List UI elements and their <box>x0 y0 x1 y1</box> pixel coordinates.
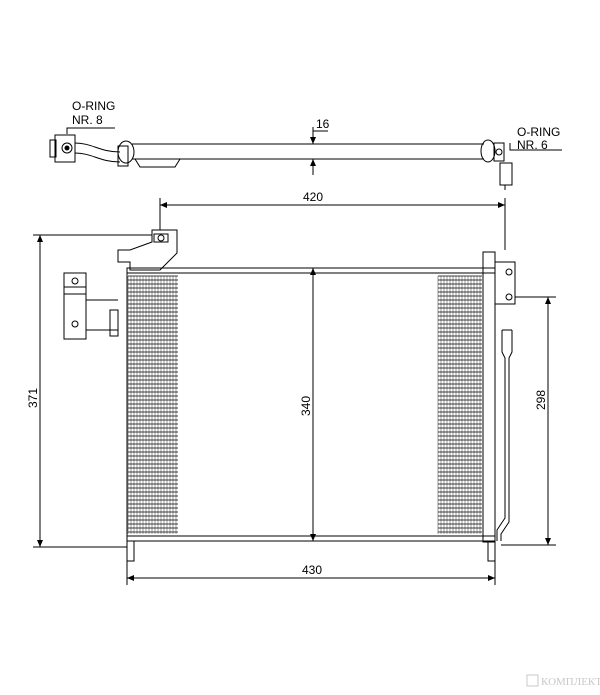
oring-right-nr: NR. 6 <box>517 138 548 152</box>
right-pipe-valve <box>499 162 513 186</box>
top-pipe-assembly <box>49 127 562 190</box>
overall-height-dimension <box>33 234 152 548</box>
right-header-tank <box>482 251 496 543</box>
left-flange-tab <box>49 139 57 158</box>
right-mount-bracket <box>494 261 516 305</box>
receiver-pipe-outer <box>496 330 506 541</box>
left-pipe-flange <box>54 134 76 163</box>
receiver-pipe-inner <box>500 330 513 541</box>
fins-right <box>437 275 482 534</box>
bottom-right-foot <box>487 540 496 562</box>
bottom-width-value: 430 <box>302 563 322 577</box>
side-height-value: 298 <box>534 390 548 410</box>
top-left-mount-bracket <box>117 229 178 271</box>
left-pipe-fitting <box>117 140 135 164</box>
top-width-value: 420 <box>303 190 323 204</box>
watermark: КОМПЛЕКТ <box>526 674 600 688</box>
right-pipe-fitting <box>480 139 496 163</box>
overall-height-value: 371 <box>26 388 40 408</box>
oring-right-title: O-RING <box>517 125 560 139</box>
pipe-diameter-dimension <box>310 127 328 175</box>
bracket-bolt-hole <box>157 234 165 242</box>
left-pipe-bend-lower <box>74 152 121 163</box>
left-flange-bolt <box>61 142 73 154</box>
top-width-dimension <box>159 198 506 250</box>
core-height-value: 340 <box>299 396 313 416</box>
pipe-support-bracket <box>134 158 181 168</box>
oring-left-leader <box>66 127 115 134</box>
oring-left-title: O-RING <box>72 99 115 113</box>
watermark-logo-icon <box>526 674 539 687</box>
oring-right-leader <box>509 143 562 151</box>
left-pipe-bend-upper <box>74 142 121 153</box>
pipe-diameter-value: 16 <box>316 117 330 131</box>
side-height-dimension <box>501 296 556 546</box>
oring-left-nr: NR. 8 <box>72 113 103 127</box>
fins-left <box>127 275 178 534</box>
bottom-width-dimension <box>126 561 496 585</box>
watermark-text: КОМПЛЕКТ <box>541 676 600 688</box>
left-side-mount-bracket <box>63 272 87 340</box>
bottom-left-foot <box>126 540 135 562</box>
